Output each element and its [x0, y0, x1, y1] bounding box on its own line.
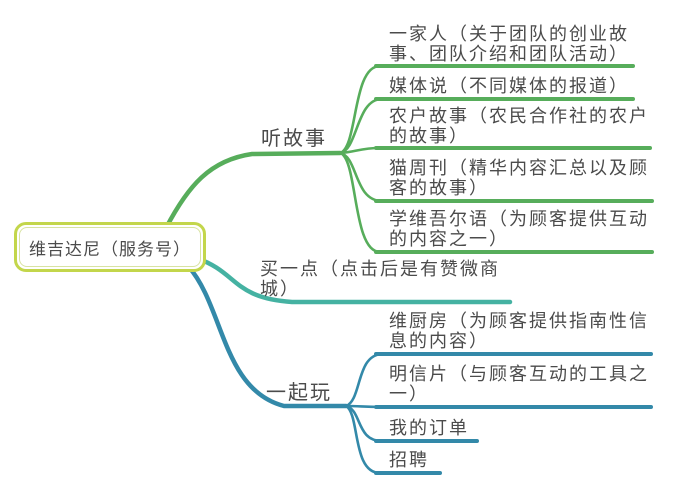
- branch-line-listen-stories: [163, 150, 343, 231]
- branch-line-play-together: [185, 263, 349, 409]
- node-family[interactable]: 一家人（关于团队的创业故事、团队介绍和团队活动）: [389, 24, 629, 65]
- node-wei-kitchen[interactable]: 维厨房（为顾客提供指南性信息的内容）: [389, 311, 649, 352]
- connector-uyghur: [338, 151, 382, 254]
- node-postcard[interactable]: 明信片（与顾客互动的工具之一）: [389, 364, 649, 405]
- branch-buy-a-little[interactable]: 买一点（点击后是有赞微商城）: [260, 259, 500, 300]
- branch-line-buy: [193, 255, 513, 305]
- node-farmer-stories[interactable]: 农户故事（农民合作社的农户的故事）: [389, 106, 649, 147]
- connector-recruit: [344, 404, 382, 475]
- connector-family: [338, 64, 382, 155]
- node-media[interactable]: 媒体说（不同媒体的报道）: [389, 76, 629, 97]
- branch-listen-stories[interactable]: 听故事: [261, 126, 327, 150]
- root-node[interactable]: 维吉达尼（服务号）: [14, 222, 206, 272]
- node-my-orders[interactable]: 我的订单: [389, 418, 469, 439]
- connector-kitchen: [344, 352, 384, 408]
- node-recruitment[interactable]: 招聘: [389, 450, 429, 471]
- branch-play-together[interactable]: 一起玩: [266, 380, 332, 404]
- node-cat-weekly[interactable]: 猫周刊（精华内容汇总以及顾客的故事）: [389, 158, 649, 199]
- node-learn-uyghur[interactable]: 学维吾尔语（为顾客提供互动的内容之一）: [389, 209, 649, 250]
- root-node-inner-border: 维吉达尼（服务号）: [19, 227, 201, 267]
- root-node-label: 维吉达尼（服务号）: [29, 239, 191, 260]
